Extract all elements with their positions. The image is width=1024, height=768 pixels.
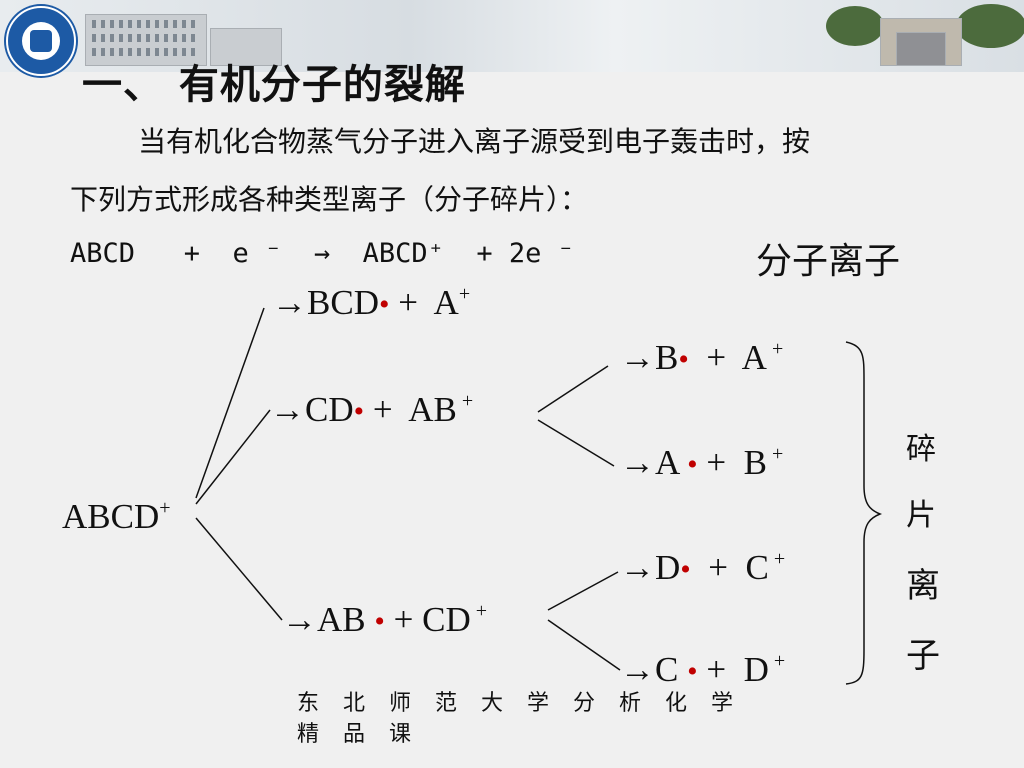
arrow-icon: → (620, 650, 655, 689)
side-label-char: 离 (906, 566, 940, 606)
fragment-ion: + A (389, 283, 459, 322)
fragment-radical: BCD (307, 283, 379, 322)
intro-line-1: 当有机化合物蒸气分子进入离子源受到电子轰击时，按 (138, 125, 811, 158)
branch-line (195, 409, 271, 505)
fragment-radical: C (655, 650, 688, 689)
fragment-d: →D• + C + (620, 548, 785, 588)
root-formula: ABCD (62, 497, 160, 536)
radical-dot-icon: • (680, 553, 691, 586)
fragment-charge: + (456, 390, 474, 412)
fragment-charge: + (766, 443, 784, 465)
fragment-charge: + (458, 283, 471, 305)
branch-line (195, 307, 265, 499)
fragment-cd: →CD• + AB + (270, 390, 473, 430)
fragment-charge: + (766, 338, 784, 360)
arrow-icon: → (272, 283, 307, 322)
radical-dot-icon: • (378, 288, 390, 321)
branch-line (195, 517, 283, 621)
branch-line (547, 571, 619, 611)
gate-opening (896, 32, 946, 66)
radical-dot-icon: • (353, 395, 365, 428)
fragment-ion: + D (697, 650, 769, 689)
brace (845, 341, 883, 685)
header-banner (0, 0, 1024, 72)
building-image (210, 28, 282, 66)
fragment-radical: AB (317, 600, 375, 639)
side-label-char: 片 (906, 498, 936, 533)
footer-line-1: 东北师范大学分析化学 (297, 691, 758, 716)
building-windows (92, 34, 198, 42)
arrow-icon: → (620, 548, 655, 587)
fragment-charge: + (768, 548, 786, 570)
footer-line-2: 精品课 (297, 722, 436, 747)
tree-image (826, 6, 884, 46)
fragment-bcd: →BCD• + A+ (272, 283, 470, 323)
branch-line (537, 419, 615, 467)
fragment-radical: CD (305, 390, 354, 429)
fragment-ion: + AB (364, 390, 457, 429)
fragment-radical: D (655, 548, 681, 587)
arrow-icon: → (620, 338, 655, 377)
slide-title: 一、 有机分子的裂解 (82, 62, 466, 108)
tree-image (956, 4, 1024, 48)
university-logo (6, 6, 76, 76)
ionization-equation: ABCD + e ⁻ → ABCD⁺ + 2e ⁻ (70, 238, 574, 269)
fragment-ion: + C (690, 548, 769, 587)
logo-emblem (30, 30, 52, 52)
fragment-charge: + (470, 600, 488, 622)
building-windows (92, 20, 198, 28)
intro-line-2: 下列方式形成各种类型离子（分子碎片）： (70, 183, 589, 216)
branch-line (537, 365, 609, 413)
radical-dot-icon: • (687, 655, 698, 688)
fragment-ion: + B (697, 443, 767, 482)
molecular-ion-label: 分子离子 (756, 241, 901, 282)
radical-dot-icon: • (678, 343, 689, 376)
root-charge: + (159, 497, 171, 519)
arrow-icon: → (620, 443, 655, 482)
fragment-a: →A • + B + (620, 443, 783, 483)
fragment-radical: A (655, 443, 688, 482)
side-label-char: 碎 (906, 432, 936, 467)
root-ion: ABCD+ (62, 497, 171, 537)
fragment-b: →B• + A + (620, 338, 783, 378)
arrow-icon: → (270, 390, 305, 429)
fragment-ab: →AB • + CD + (282, 600, 487, 640)
building-windows (92, 48, 198, 56)
fragment-ion: + CD (384, 600, 471, 639)
fragment-radical: B (655, 338, 679, 377)
arrow-icon: → (282, 600, 317, 639)
fragment-c: →C • + D + (620, 650, 785, 690)
course-footer: 东北师范大学分析化学 精品课 (297, 688, 817, 750)
fragment-charge: + (768, 650, 786, 672)
branch-line (547, 619, 621, 671)
side-label-char: 子 (906, 636, 940, 676)
radical-dot-icon: • (374, 605, 385, 638)
fragment-ion: + A (688, 338, 767, 377)
radical-dot-icon: • (687, 448, 698, 481)
